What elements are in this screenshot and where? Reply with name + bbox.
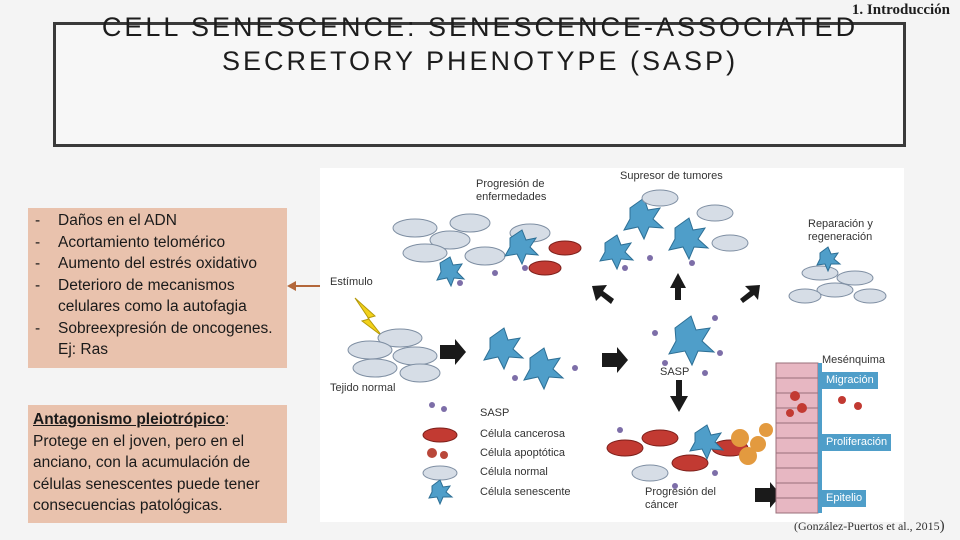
- legend-apoptotic-cell: Célula apoptótica: [480, 447, 566, 459]
- tumor-suppressor-cluster: [599, 189, 749, 271]
- antagonism-text: : Protege en el joven, pero en el ancian…: [33, 411, 260, 514]
- label-proliferation: Proliferación: [822, 434, 892, 451]
- label-epithelium: Epitelio: [822, 490, 867, 507]
- label-migration: Migración: [822, 372, 878, 389]
- disease-cluster: [392, 213, 582, 288]
- list-item: Daños en el ADN: [32, 210, 283, 232]
- page-title: CELL SENESCENCE: SENESCENCE-ASSOCIATED S…: [101, 12, 859, 76]
- list-item: Deterioro de mecanismos celulares como l…: [32, 275, 283, 318]
- citation: (González-Puertos et al., 2015): [794, 518, 945, 534]
- antagonism-term: Antagonismo pleiotrópico: [33, 411, 226, 428]
- repair-cluster: [788, 246, 887, 304]
- list-item: Sobreexpresión de oncogenes. Ej: Ras: [32, 318, 283, 361]
- sasp-cluster: [483, 315, 723, 391]
- sasp-figure: Progresión de enfermedades Supresor de t…: [320, 168, 904, 522]
- list-item: Acortamiento telomérico: [32, 232, 283, 254]
- label-normal-tissue: Tejido normal: [330, 382, 396, 394]
- figure-graphics: [347, 189, 887, 514]
- legend-normal-cell: Célula normal: [480, 466, 548, 478]
- tissue-column: [731, 362, 862, 514]
- label-disease-progression: Progresión de enfermedades: [476, 178, 547, 203]
- label-mesenchyme: Mesénquima: [822, 354, 885, 366]
- legend-cancer-cell: Célula cancerosa: [480, 428, 565, 440]
- legend-symbols: [422, 402, 458, 506]
- legend-sasp: SASP: [480, 407, 510, 419]
- title-box: [53, 22, 906, 147]
- antagonism-box: Antagonismo pleiotrópico: Protege en el …: [28, 405, 287, 523]
- cancer-cluster: [606, 424, 749, 489]
- label-cancer-progression: Progresión del cáncer: [645, 486, 716, 511]
- normal-tissue: [347, 328, 441, 383]
- label-sasp: SASP: [660, 366, 690, 378]
- stimulus-bolt-icon: [354, 297, 383, 337]
- label-repair: Reparación y regeneración: [808, 218, 873, 243]
- flow-arrows: [440, 273, 781, 508]
- label-stimulus: Estímulo: [330, 276, 373, 288]
- causes-box: Daños en el ADN Acortamiento telomérico …: [28, 208, 287, 368]
- list-item: Aumento del estrés oxidativo: [32, 253, 283, 275]
- legend-senescent-cell: Célula senescente: [480, 486, 571, 498]
- pointer-arrow-icon: [287, 281, 320, 291]
- section-label: 1. Introducción: [849, 2, 952, 19]
- label-tumor-suppressor: Supresor de tumores: [620, 170, 723, 182]
